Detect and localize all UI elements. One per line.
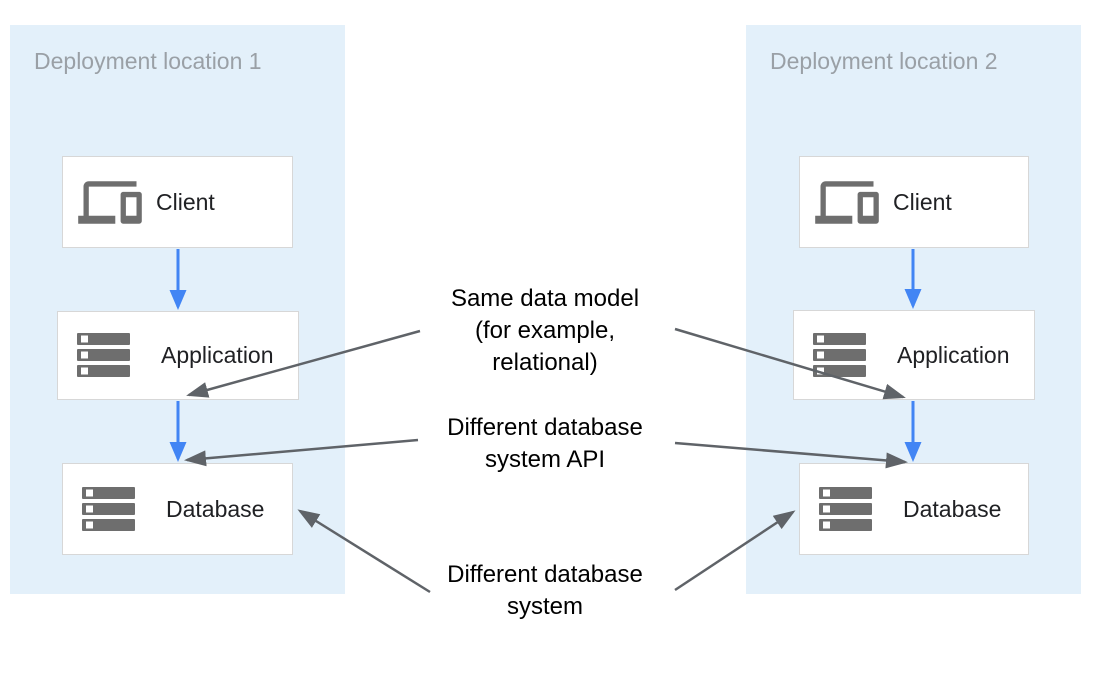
annotation-line: (for example, (474, 317, 616, 344)
devices-icon (78, 180, 142, 224)
client-node-location-1: Client (62, 156, 293, 248)
application-node-location-1: Application (57, 311, 299, 400)
storage-icon (82, 486, 135, 531)
database-node-location-1: Database (62, 463, 293, 555)
node-label: Database (903, 495, 1002, 522)
annotation-different-db-api: Different database system API (395, 412, 695, 476)
client-node-location-2: Client (799, 156, 1029, 248)
annotation-line: Different database (447, 414, 643, 441)
node-label: Client (893, 188, 952, 215)
annotation-line: system (506, 593, 583, 620)
devices-icon (815, 180, 879, 224)
panel-title: Deployment location 1 (34, 48, 262, 74)
panel-title: Deployment location 2 (770, 48, 998, 74)
annotation-line: relational) (492, 349, 598, 376)
annotation-line: Different database (447, 561, 643, 588)
annotation-same-data-model: Same data model (for example, relational… (395, 283, 695, 379)
node-label: Client (156, 188, 215, 215)
application-node-location-2: Application (793, 310, 1035, 400)
node-label: Application (161, 342, 274, 368)
annotation-line: system API (484, 446, 606, 473)
annotation-line: Same data model (450, 285, 640, 312)
storage-icon (77, 333, 130, 377)
node-label: Database (166, 495, 265, 522)
storage-icon (813, 332, 866, 377)
node-label: Application (897, 341, 1010, 368)
annotation-different-db-system: Different database system (395, 559, 695, 623)
database-node-location-2: Database (799, 463, 1029, 555)
storage-icon (819, 486, 872, 531)
